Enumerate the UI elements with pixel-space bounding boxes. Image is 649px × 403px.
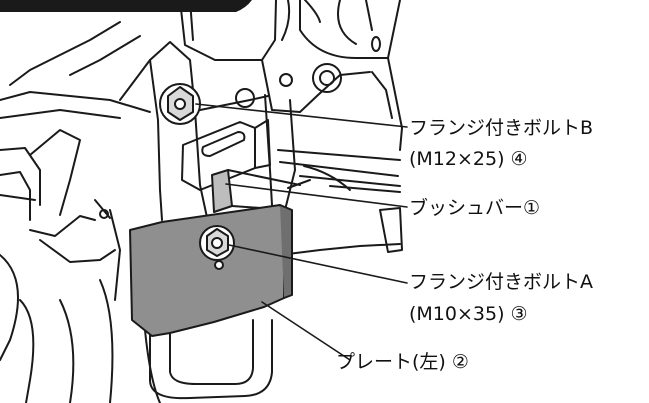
callout-bolt-a-name: フランジ付きボルトA — [409, 271, 593, 293]
frame-hole — [371, 36, 381, 52]
callout-plate-left: プレート(左) ② — [336, 351, 469, 373]
right-structure — [277, 149, 403, 256]
frame-hole-2 — [235, 88, 255, 108]
header-tab-shape — [0, 0, 252, 12]
leader-plate — [261, 301, 351, 361]
leader-bolt-b — [195, 103, 408, 128]
bracket-slot — [201, 131, 246, 157]
plate-hole — [214, 260, 224, 270]
upright-bracket — [119, 41, 296, 233]
callout-bolt-a-spec: (M10×35) ③ — [409, 303, 528, 325]
leader-bolt-a — [228, 244, 408, 284]
frame-nut — [312, 63, 342, 93]
bolt-a-shape — [199, 225, 235, 261]
leader-bush-bar — [225, 183, 408, 208]
bush-bar-shape — [211, 169, 301, 213]
frame-structure — [179, 0, 403, 151]
leader-lines — [195, 103, 408, 361]
callout-bush-bar: ブッシュバー① — [409, 197, 541, 219]
frame-hole-3 — [279, 73, 293, 87]
callout-bolt-b-spec: (M12×25) ④ — [409, 148, 528, 170]
bolt-b-shape — [159, 83, 201, 125]
callout-bolt-b-name: フランジ付きボルトB — [409, 117, 594, 139]
plate-left-shape — [129, 204, 285, 337]
left-structure — [0, 21, 161, 403]
